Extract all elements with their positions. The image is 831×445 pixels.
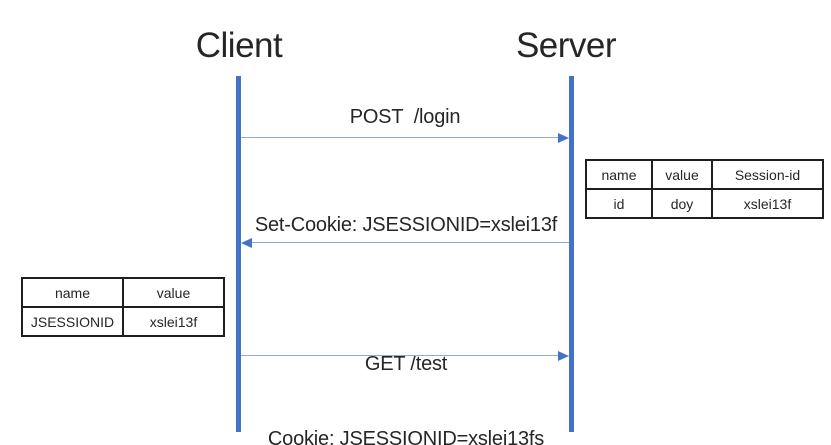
message-post-login-label: POST /login: [349, 106, 461, 128]
server-session-table: name value Session-id id doy xslei13f: [585, 159, 824, 219]
table-header-row: name value Session-id: [585, 159, 824, 190]
arrow-set-cookie-line: [252, 242, 569, 243]
message-get-test-label: GET /test Cookie: JSESSIONID=xslei13fs: [238, 302, 574, 445]
table-header-cell: value: [122, 277, 225, 308]
table-header-cell: Session-id: [711, 159, 824, 190]
table-header-row: name value: [21, 277, 225, 308]
message-get-test-line2: Cookie: JSESSIONID=xslei13fs: [267, 428, 545, 445]
arrow-get-test-line: [241, 355, 558, 356]
table-cell: JSESSIONID: [21, 306, 124, 337]
table-cell: xslei13f: [711, 188, 824, 219]
table-cell: doy: [651, 188, 713, 219]
actor-label-server: Server: [515, 26, 617, 65]
client-cookie-table: name value JSESSIONID xslei13f: [21, 277, 225, 337]
actor-label-client: Client: [195, 26, 283, 65]
message-set-cookie-label: Set-Cookie: JSESSIONID=xslei13f: [254, 214, 558, 236]
table-row: JSESSIONID xslei13f: [21, 306, 225, 337]
arrowhead-right-icon: [558, 133, 569, 143]
arrowhead-left-icon: [241, 238, 252, 248]
table-cell: xslei13f: [122, 306, 225, 337]
message-get-test-line1: GET /test: [364, 353, 448, 375]
table-cell: id: [585, 188, 653, 219]
table-row: id doy xslei13f: [585, 188, 824, 219]
table-header-cell: value: [651, 159, 713, 190]
lifeline-server: [569, 76, 574, 432]
table-header-cell: name: [21, 277, 124, 308]
lifeline-client: [236, 76, 241, 432]
arrowhead-right-icon: [558, 351, 569, 361]
arrow-post-login-line: [241, 137, 558, 138]
table-header-cell: name: [585, 159, 653, 190]
